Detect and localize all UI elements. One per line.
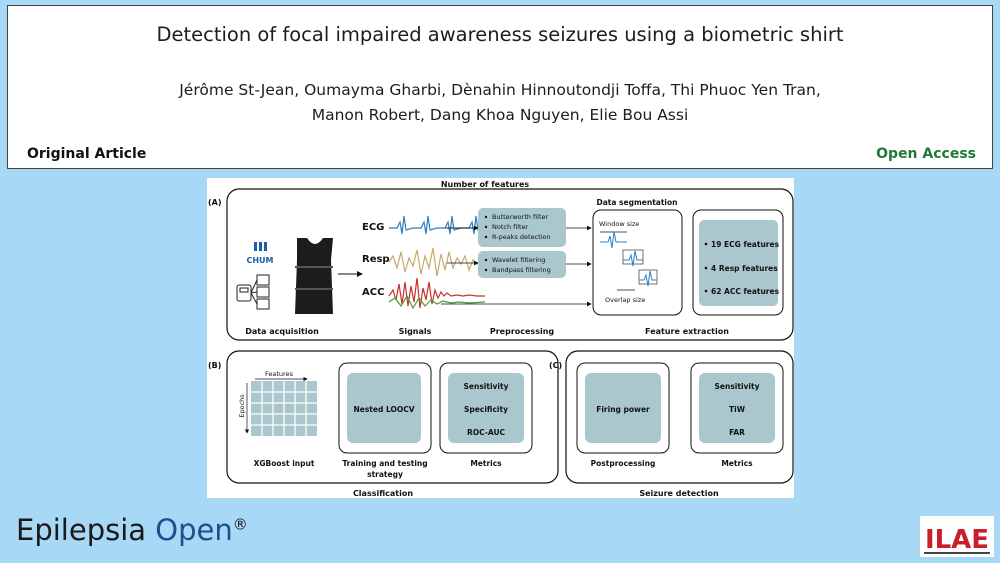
- graphical-abstract-figure: Number of features (A) CHUM ECG Resp ACC…: [207, 178, 794, 498]
- journal-name: Epilepsia Open®: [16, 513, 248, 547]
- segmentation-title: Data segmentation: [597, 198, 678, 207]
- ecg-step-3: R-peaks detection: [492, 233, 551, 241]
- panel-c-frame: [565, 350, 794, 484]
- metric-tiw: TiW: [729, 405, 746, 414]
- authors-line-2: Manon Robert, Dang Khoa Nguyen, Elie Bou…: [311, 106, 689, 124]
- signal-label-acc: ACC: [362, 287, 384, 298]
- article-title: Detection of focal impaired awareness se…: [156, 23, 844, 46]
- panel-a-label: (A): [208, 198, 222, 207]
- resp-preprocessing-box: [478, 251, 566, 278]
- segment-waveform-1: [600, 231, 627, 249]
- ecg-step-1: Butterworth filter: [492, 213, 548, 221]
- stage-label-extraction: Feature extraction: [645, 327, 729, 336]
- journal-name-part-1: Epilepsia: [16, 513, 156, 547]
- metric-sensitivity-detection: Sensitivity: [715, 382, 760, 391]
- figure-diagram: Number of features (A) CHUM ECG Resp ACC…: [208, 180, 794, 498]
- panel-a-frame: [226, 188, 794, 341]
- feature-matrix-grid: [251, 381, 317, 436]
- firing-power-text: Firing power: [596, 405, 650, 414]
- nested-loocv-box: [347, 373, 421, 443]
- feature-ecg: 19 ECG features: [711, 240, 780, 249]
- ecg-waveform: [389, 215, 486, 235]
- ilae-logo-graphic: ILAE: [924, 525, 990, 555]
- metric-far: FAR: [729, 428, 745, 437]
- acc-waveform-red: [388, 277, 485, 309]
- panel-b-label: (B): [208, 361, 221, 370]
- author-list: Jérôme St-Jean, Oumayma Gharbi, Dènahin …: [8, 78, 992, 128]
- classification-metrics-box: [448, 373, 524, 443]
- firing-power-box: [585, 373, 661, 443]
- grid-features-label: Features: [265, 370, 294, 378]
- chum-text: CHUM: [246, 256, 273, 265]
- detection-metrics-box: [699, 373, 775, 443]
- feature-list-box: [699, 220, 778, 306]
- signal-label-ecg: ECG: [362, 222, 384, 233]
- window-size-label: Window size: [599, 220, 639, 228]
- signal-label-resp: Resp: [362, 254, 390, 265]
- metric-roc-auc: ROC-AUC: [467, 428, 506, 437]
- resp-step-1: Wavelet filtering: [492, 256, 545, 264]
- article-header: Detection of focal impaired awareness se…: [7, 5, 993, 169]
- biometric-shirt-icon: [295, 238, 333, 314]
- stage-label-acquisition: Data acquisition: [245, 327, 319, 336]
- resp-waveform: [388, 247, 486, 277]
- stage-label-preprocessing: Preprocessing: [490, 327, 555, 336]
- metric-specificity: Specificity: [464, 405, 508, 414]
- ecg-preprocessing-box: [478, 208, 566, 247]
- feature-acc: 62 ACC features: [711, 287, 780, 296]
- feature-resp: 4 Resp features: [711, 264, 778, 273]
- open-access-label: Open Access: [876, 146, 976, 162]
- segment-waveform-2: [623, 250, 643, 267]
- figure-top-title: Number of features: [441, 180, 530, 189]
- registered-mark: ®: [232, 515, 248, 534]
- segment-waveform-3: [639, 270, 657, 287]
- nested-loocv-text: Nested LOOCV: [353, 405, 414, 414]
- detection-metrics-label: Metrics: [721, 459, 753, 468]
- resp-step-2: Bandpass filtering: [492, 266, 551, 274]
- strategy-label-line-1: Training and testing: [342, 459, 427, 468]
- authors-line-1: Jérôme St-Jean, Oumayma Gharbi, Dènahin …: [179, 81, 821, 99]
- ilae-logo: ILAE: [920, 516, 994, 557]
- panel-b-frame: [226, 350, 559, 484]
- chum-logo: CHUM: [246, 242, 274, 265]
- recording-device-icon: [236, 274, 270, 310]
- ilae-logo-text: ILAE: [925, 525, 989, 555]
- classification-metrics-label: Metrics: [470, 459, 502, 468]
- overlap-size-label: Overlap size: [605, 296, 645, 304]
- strategy-label-line-2: strategy: [367, 470, 403, 479]
- seizure-detection-section-label: Seizure detection: [639, 489, 719, 498]
- stage-label-signals: Signals: [399, 327, 432, 336]
- acc-waveform-green: [388, 294, 486, 310]
- xgboost-input-label: XGBoost input: [254, 459, 315, 468]
- article-type-label: Original Article: [27, 146, 147, 162]
- journal-name-part-2: Open: [155, 513, 233, 547]
- ecg-step-2: Notch filter: [492, 223, 529, 231]
- classification-section-label: Classification: [353, 489, 413, 498]
- panel-c-label: (C): [549, 361, 562, 370]
- postprocessing-label: Postprocessing: [591, 459, 656, 468]
- grid-epochs-label: Epochs: [238, 394, 246, 418]
- metric-sensitivity: Sensitivity: [464, 382, 509, 391]
